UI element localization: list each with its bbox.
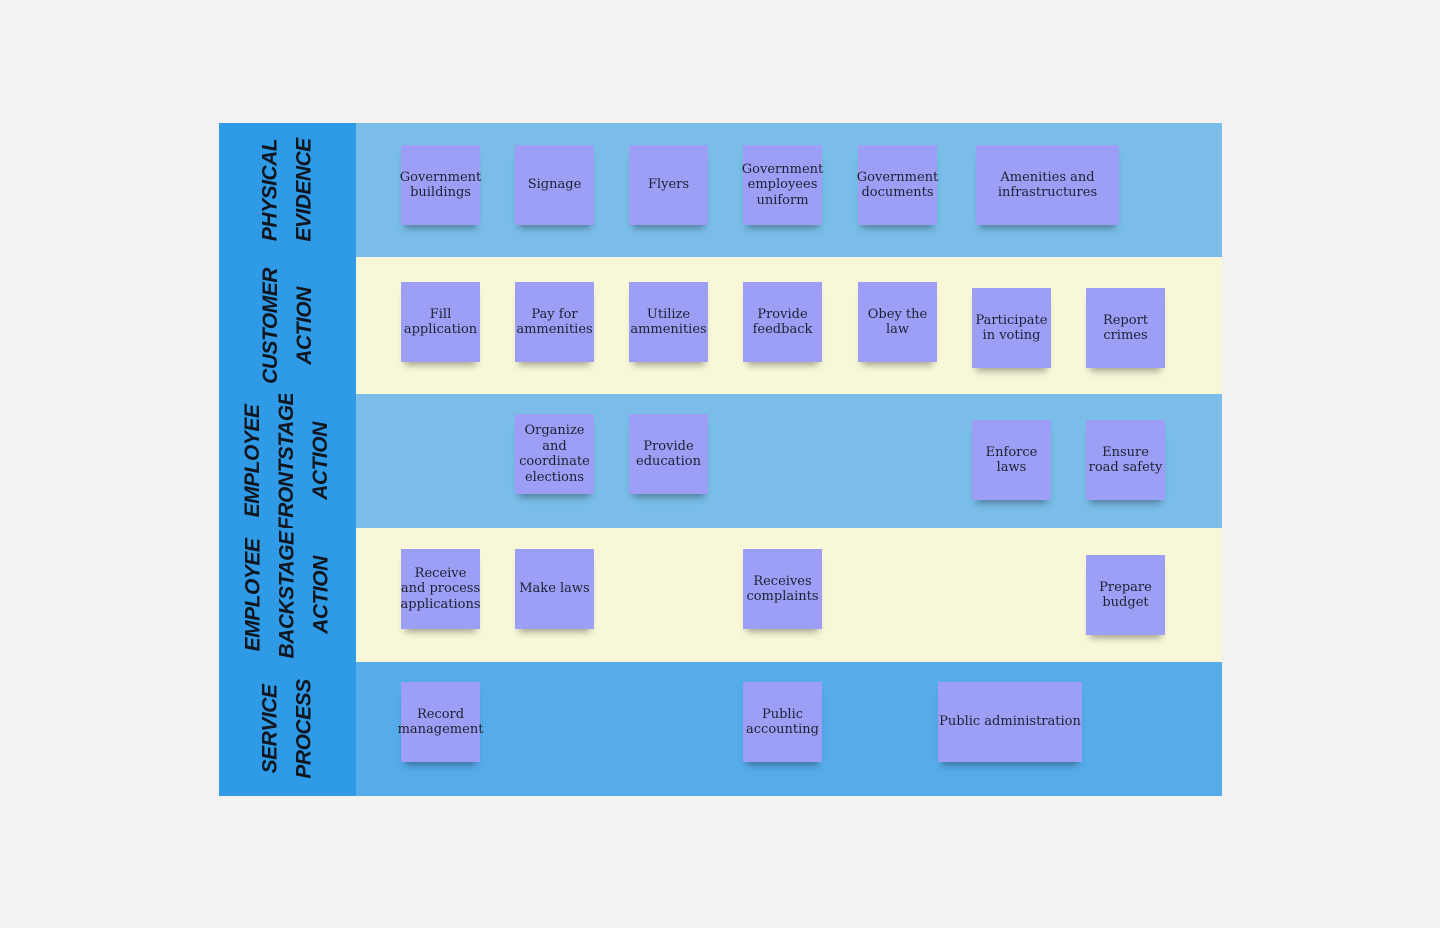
sticky-note[interactable]: Provide feedback [743, 282, 822, 362]
sticky-note[interactable]: Receive and process applications [401, 549, 481, 629]
sticky-note[interactable]: Public accounting [743, 682, 822, 762]
sticky-note[interactable]: Utilize ammenities [629, 282, 708, 362]
lane-header: Customer Action [219, 257, 356, 394]
lane-title: Physical Evidence [253, 138, 321, 241]
sticky-note[interactable]: Flyers [629, 145, 708, 225]
sticky-note[interactable]: Enforce laws [972, 420, 1051, 500]
lane-header: Employee Backstage Action [219, 528, 356, 662]
lane-title-line: Process [292, 679, 316, 779]
sticky-note[interactable]: Ensure road safety [1086, 420, 1165, 500]
lane-body: Organize and coordinate elections Provid… [356, 394, 1222, 528]
lane-title-line: Frontstage [275, 394, 299, 528]
lane-title-line: Employee [241, 404, 265, 518]
sticky-note[interactable]: Organize and coordinate elections [515, 414, 594, 494]
lane-header: Physical Evidence [219, 123, 356, 257]
sticky-note[interactable]: Report crimes [1086, 288, 1165, 368]
lane-title-line: Backstage [275, 531, 299, 659]
sticky-note[interactable]: Government employees uniform [742, 145, 823, 225]
lane-title: Service Process [253, 679, 321, 778]
lane-body: Record management Public accounting Publ… [356, 662, 1222, 796]
sticky-note[interactable]: Obey the law [858, 282, 937, 362]
lane-title-line: Action [309, 422, 333, 500]
sticky-note[interactable]: Prepare budget [1086, 555, 1165, 635]
lane-title-line: Action [309, 556, 333, 634]
service-blueprint-board: Physical Evidence Government buildings S… [219, 123, 1222, 796]
lane-header: Service Process [219, 662, 356, 796]
sticky-note[interactable]: Pay for ammenities [515, 282, 594, 362]
sticky-note[interactable]: Government documents [857, 145, 938, 225]
lane-title-line: Customer [258, 267, 282, 384]
sticky-note[interactable]: Government buildings [400, 145, 481, 225]
lane-customer-action: Customer Action Fill application Pay for… [219, 257, 1222, 394]
lane-title: Employee Frontstage Action [237, 394, 339, 528]
lane-header: Employee Frontstage Action [219, 394, 356, 528]
lane-title: Employee Backstage Action [236, 532, 338, 659]
sticky-note[interactable]: Signage [515, 145, 594, 225]
lane-title-line: Evidence [292, 138, 316, 242]
lane-title-line: Employee [241, 538, 265, 652]
sticky-note[interactable]: Record management [398, 682, 483, 762]
sticky-note[interactable]: Participate in voting [972, 288, 1051, 368]
lane-title-line: Service [258, 684, 282, 774]
sticky-note[interactable]: Public administration [938, 682, 1082, 762]
lane-body: Fill application Pay for ammenities Util… [356, 257, 1222, 394]
lane-physical-evidence: Physical Evidence Government buildings S… [219, 123, 1222, 257]
lane-title: Customer Action [253, 268, 321, 384]
lane-employee-backstage-action: Employee Backstage Action Receive and pr… [219, 528, 1222, 662]
lane-body: Receive and process applications Make la… [356, 528, 1222, 662]
lane-body: Government buildings Signage Flyers Gove… [356, 123, 1222, 257]
sticky-note[interactable]: Receives complaints [743, 549, 822, 629]
lane-employee-frontstage-action: Employee Frontstage Action Organize and … [219, 394, 1222, 528]
sticky-note[interactable]: Make laws [515, 549, 594, 629]
lane-title-line: Physical [258, 138, 282, 242]
lane-title-line: Action [292, 286, 316, 365]
sticky-note[interactable]: Amenities and infrastructures [976, 145, 1119, 225]
sticky-note[interactable]: Fill application [401, 282, 480, 362]
lane-service-process: Service Process Record management Public… [219, 662, 1222, 796]
sticky-note[interactable]: Provide education [629, 414, 708, 494]
